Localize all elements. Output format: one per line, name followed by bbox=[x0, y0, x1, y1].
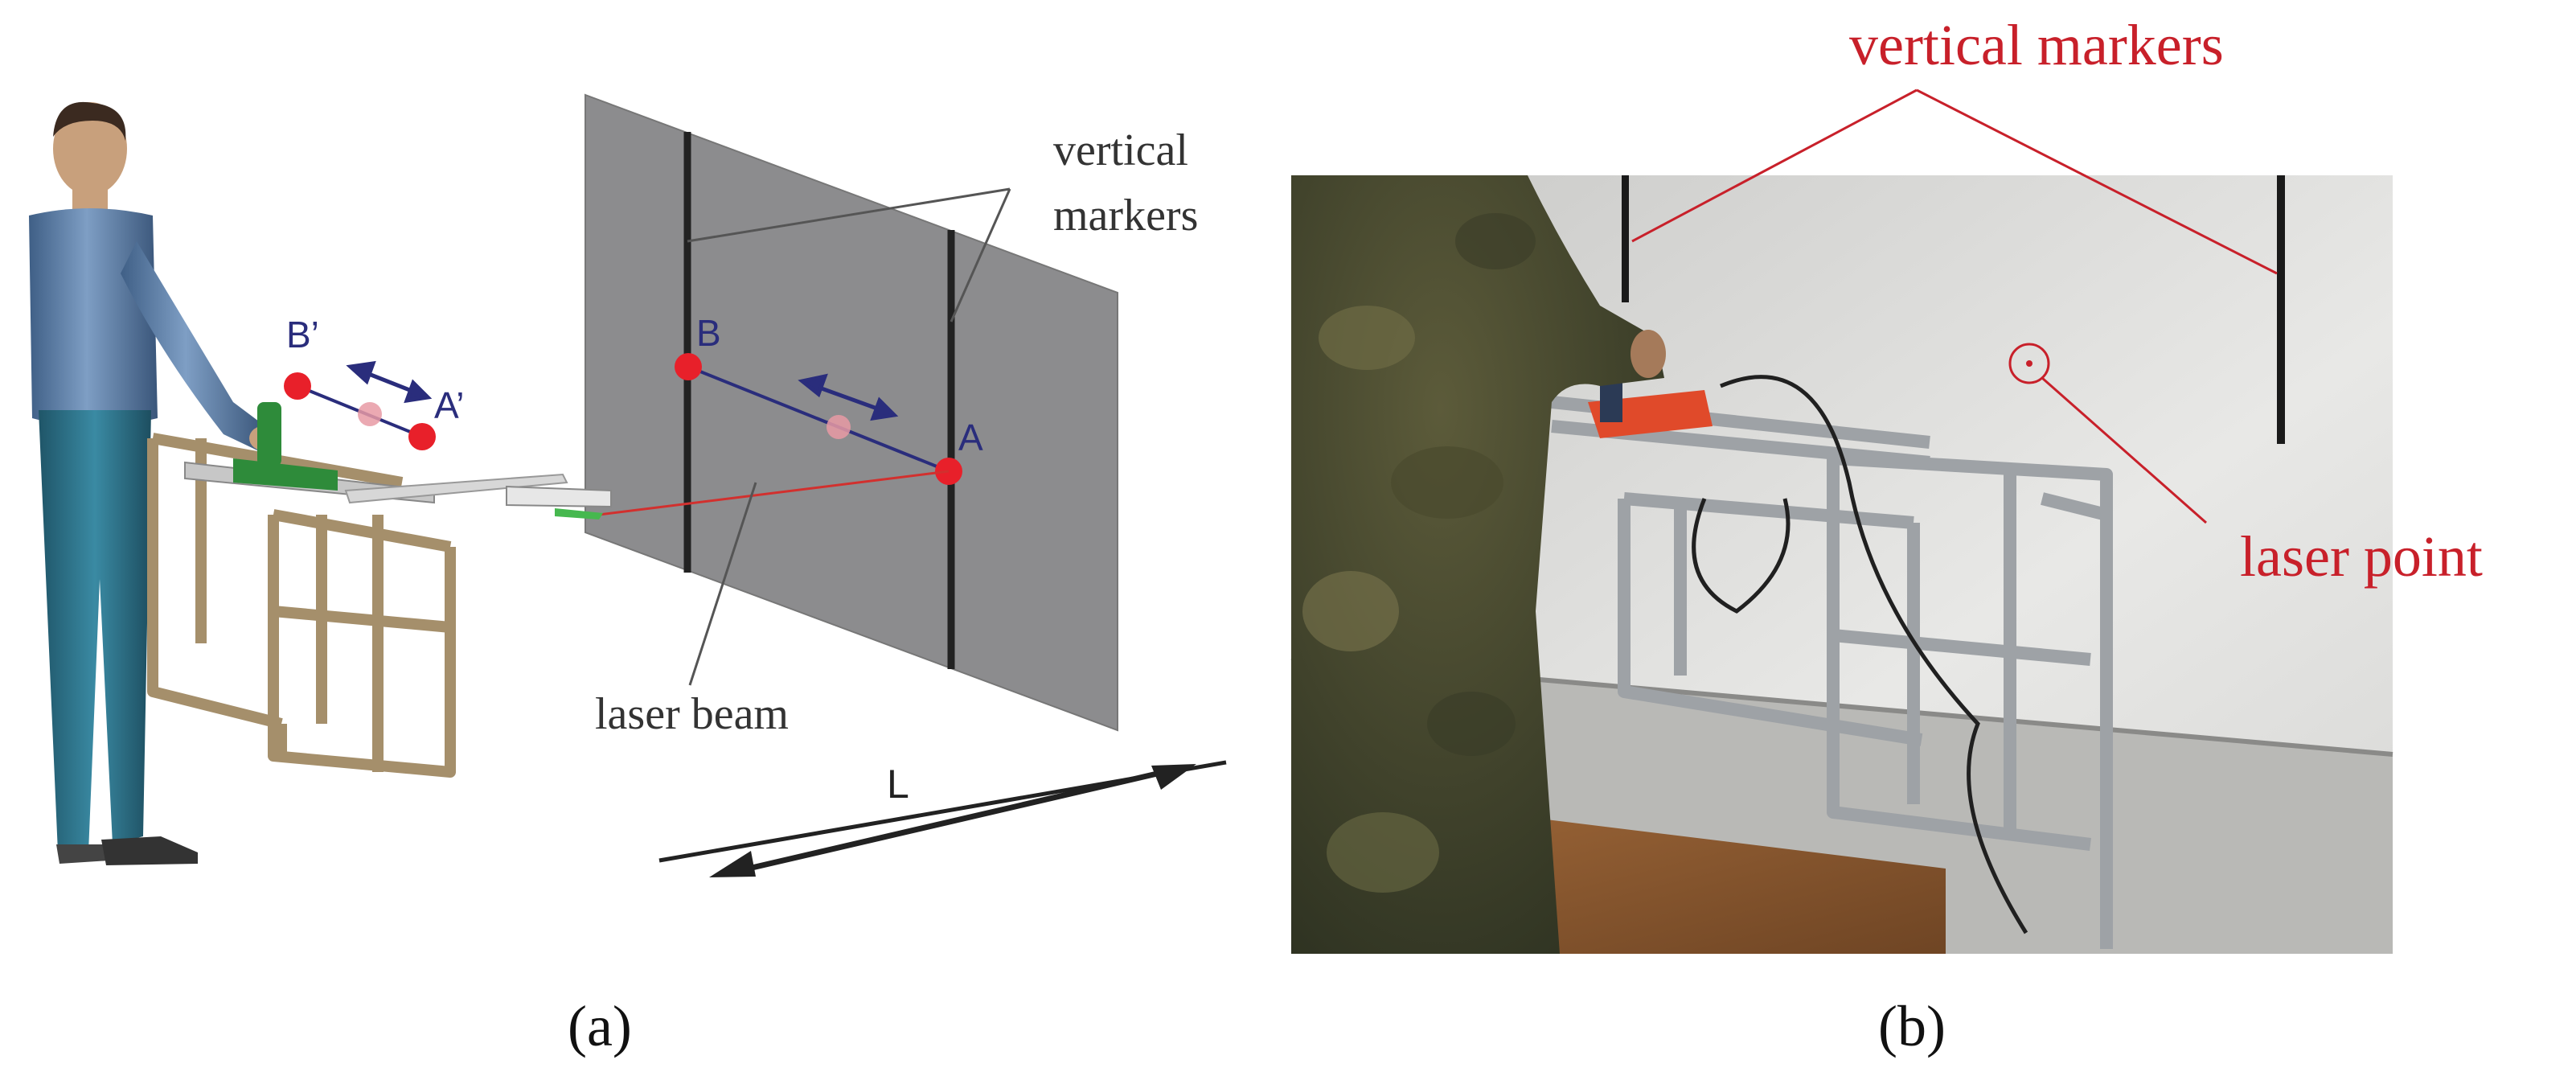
point-B bbox=[675, 353, 702, 380]
segment-B-A bbox=[687, 365, 950, 473]
callout-vertical-markers-line2: markers bbox=[1053, 191, 1198, 240]
photo-vertical-marker-right bbox=[2277, 175, 2285, 444]
test-stand-frame bbox=[147, 433, 456, 778]
label-A: A bbox=[958, 417, 983, 458]
laser-point-dot bbox=[2026, 360, 2032, 367]
rifle-mount bbox=[184, 402, 612, 520]
callout-vertical-markers-b: vertical markers bbox=[1849, 13, 2224, 77]
label-B-prime: B’ bbox=[286, 314, 319, 355]
label-L: L bbox=[887, 762, 909, 807]
caption-b: (b) bbox=[1878, 994, 1946, 1058]
distance-L-arrow bbox=[658, 760, 1227, 877]
callout-lines-b bbox=[1631, 88, 2278, 524]
point-B-prime bbox=[284, 372, 311, 400]
laser-beam bbox=[598, 470, 950, 516]
laser-point-marker bbox=[2008, 343, 2050, 384]
midpoint-faded bbox=[827, 415, 851, 439]
double-arrow-screen bbox=[798, 373, 899, 421]
point-A-prime bbox=[408, 423, 436, 450]
panel-a-diagram: B A B’ A’ L vertical markers laser beam … bbox=[29, 93, 1227, 1058]
double-arrow-prime bbox=[346, 360, 433, 404]
caption-a: (a) bbox=[568, 994, 632, 1058]
label-B: B bbox=[696, 312, 721, 354]
midpoint-prime-faded bbox=[358, 402, 382, 426]
callout-lines-a bbox=[687, 187, 1011, 686]
label-A-prime: A’ bbox=[434, 384, 465, 426]
soldier-figure bbox=[1291, 175, 1666, 954]
panel-b-photo: vertical markers laser point (b) bbox=[1290, 13, 2483, 1058]
callout-laser-point: laser point bbox=[2240, 524, 2483, 589]
callout-laser-beam: laser beam bbox=[595, 689, 789, 739]
photo-vertical-marker-left bbox=[1622, 175, 1629, 302]
callout-vertical-markers-line1: vertical bbox=[1053, 125, 1188, 175]
projection-screen bbox=[585, 93, 1118, 732]
human-figure bbox=[29, 101, 281, 865]
